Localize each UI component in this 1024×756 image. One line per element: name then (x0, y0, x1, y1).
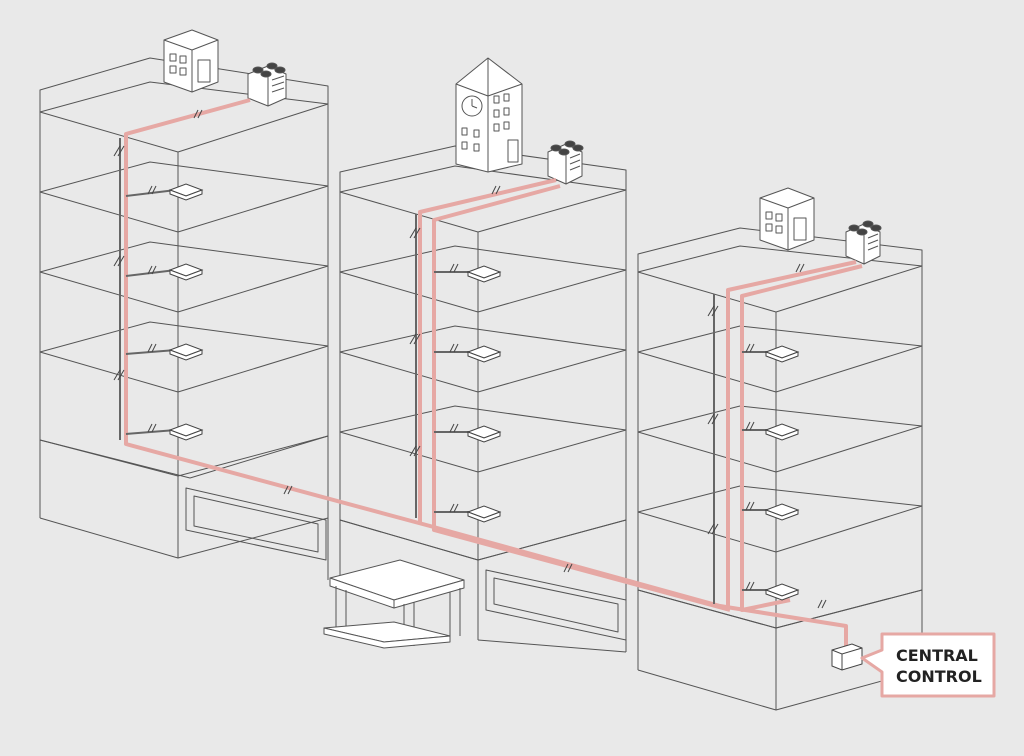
callout-line-2: CONTROL (896, 667, 982, 686)
middle-building (323, 145, 627, 653)
indoor-cassette-unit-icon (168, 263, 204, 281)
indoor-cassette-unit-icon (764, 583, 800, 601)
indoor-cassette-unit-icon (764, 503, 800, 521)
indoor-cassette-unit-icon (466, 345, 502, 363)
pipe-tick-marks (113, 109, 827, 609)
indoor-cassette-unit-icon (764, 345, 800, 363)
indoor-cassette-unit-icon (168, 183, 204, 201)
left-building (39, 57, 329, 580)
clock-tower-icon (455, 57, 523, 173)
entrance-canopy (323, 559, 465, 649)
right-building (637, 227, 923, 711)
outdoor-hvac-unit-icon (845, 220, 882, 265)
indoor-cassette-unit-icon (168, 423, 204, 441)
indoor-cassette-unit-icon (466, 505, 502, 523)
indoor-cassette-unit-icon (466, 425, 502, 443)
indoor-cassette-unit-icon (466, 265, 502, 283)
outdoor-hvac-unit-icon (547, 140, 584, 185)
central-control-callout: CENTRAL CONTROL (860, 632, 996, 698)
refrigerant-piping (124, 98, 863, 648)
office-building-icon (759, 187, 815, 251)
indoor-cassette-unit-icon (168, 343, 204, 361)
office-building-icon (163, 29, 219, 93)
central-controller-icon (831, 643, 863, 671)
callout-line-1: CENTRAL (896, 646, 978, 665)
indoor-cassette-unit-icon (764, 423, 800, 441)
outdoor-hvac-unit-icon (247, 62, 287, 107)
